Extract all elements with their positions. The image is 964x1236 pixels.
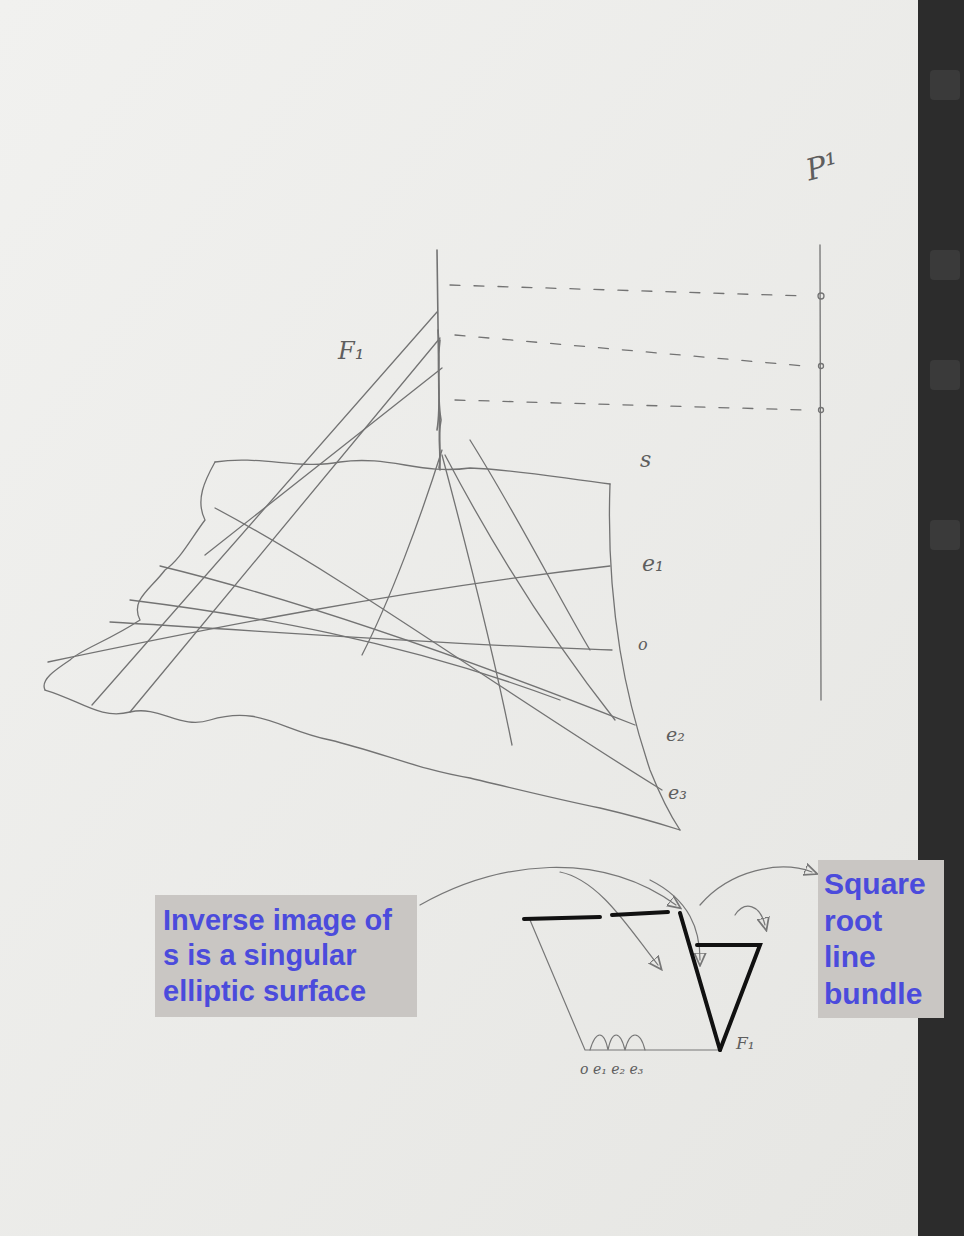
projection-dash [450,285,805,296]
map-arrow [735,906,765,925]
section-e3 [215,508,662,790]
fiber-line [470,440,590,650]
base-point [818,293,824,299]
fiber-edge [680,913,720,1050]
note-text: Inverse image of s is a singular ellipti… [163,903,409,1009]
handwritten-label: F₁ [338,338,364,364]
wiggle [590,1035,645,1050]
handwritten-label: e₃ [668,782,687,803]
fiber-line [445,455,615,720]
map-arrow [420,867,676,905]
handwritten-label: P¹ [802,146,842,186]
handwritten-label: s [640,448,651,472]
key [930,250,960,280]
handwritten-label: o [638,636,648,654]
fiber-line [130,338,440,712]
keyboard-edge [918,0,964,1236]
fiber-line [442,455,512,745]
fiber-line [362,450,442,655]
surface-edge [45,690,680,830]
handwritten-label: F₁ [736,1034,755,1053]
marker-strokes [524,912,760,1050]
fiber-line [205,368,442,555]
note-text: Square root line bundle [824,866,938,1012]
projection-dash [455,335,805,366]
key [930,360,960,390]
key [930,520,960,550]
lower-sketch [420,867,812,1050]
surface-edge [215,460,610,484]
projection-dash [455,400,805,410]
curve [130,600,560,700]
base-line [820,245,821,700]
paper [0,0,918,1236]
base-point [819,364,824,369]
surface-edge [44,462,215,690]
trapezoid-edge [530,920,720,1050]
handwritten-label: e₁ [642,552,664,576]
map-arrow [700,867,812,905]
base-point [819,408,824,413]
handwritten-label: o e₁ e₂ e₃ [580,1062,643,1077]
surface-sketch [44,245,824,830]
note-box: Square root line bundle [818,860,944,1018]
map-arrow [650,880,700,960]
top-edge [524,912,668,919]
surface-edge [609,484,680,830]
note-box: Inverse image of s is a singular ellipti… [155,895,417,1017]
handwritten-label: e₂ [666,724,685,745]
key [930,70,960,100]
singular-fiber [437,250,440,470]
singular-fiber [437,330,441,468]
